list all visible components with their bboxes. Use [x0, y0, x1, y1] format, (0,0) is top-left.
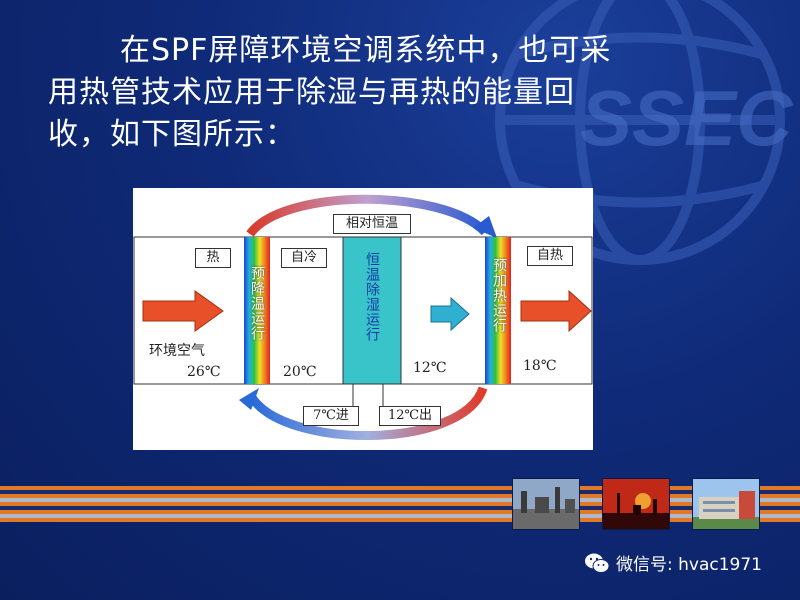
relative-constant-temp-box: 相对恒温 — [333, 214, 411, 234]
decorative-stripes — [0, 486, 800, 522]
title-line-1: 在SPF屏障环境空调系统中，也可采 — [120, 33, 612, 68]
precool-label: 预降温运行 — [249, 266, 265, 341]
sunset-skyline-photo — [602, 478, 670, 530]
top-circulation-arc — [246, 194, 489, 237]
top-arc-arrowhead — [473, 216, 497, 238]
hot-label-box: 热 — [195, 248, 231, 268]
heat-pipe-diagram: 相对恒温 热 自冷 自热 预降温运行 恒温除湿运行 预加热运行 环境空气 26℃… — [133, 188, 593, 450]
precool-heat-pipe — [244, 237, 270, 384]
self-heat-box: 自热 — [527, 246, 573, 266]
title-line-2: 用热管技术应用于除湿与再热的能量回 — [48, 75, 575, 110]
reheat-heat-pipe — [485, 237, 511, 384]
diagram-graphics — [133, 194, 593, 440]
wechat-icon — [585, 553, 610, 573]
self-cool-box: 自冷 — [281, 248, 327, 268]
mid-air-arrow — [430, 296, 470, 332]
reheat-label: 预加热运行 — [491, 258, 507, 333]
temp-12-label: 12℃ — [413, 360, 447, 376]
center-dehumidify-coil — [342, 236, 402, 385]
slide-title: 在SPF屏障环境空调系统中，也可采 用热管技术应用于除湿与再热的能量回 收，如下… — [48, 30, 768, 156]
dehumidify-label: 恒温除湿运行 — [364, 252, 380, 342]
bottom-circulation-arc — [247, 386, 488, 440]
industrial-plant-photo — [512, 478, 580, 530]
inlet-water-box: 7℃进 — [303, 406, 359, 426]
temp-26-label: 26℃ — [187, 364, 221, 380]
outlet-water-box: 12℃出 — [379, 406, 441, 426]
bottom-arc-arrowhead — [239, 388, 259, 410]
ssec-watermark-logo: SSEC — [495, 0, 794, 265]
wechat-footer: 微信号: hvac1971 — [584, 550, 762, 575]
temp-20-label: 20℃ — [283, 364, 317, 380]
outlet-air-arrow — [520, 289, 592, 333]
inlet-air-arrow — [142, 290, 224, 332]
wechat-id-label: 微信号: hvac1971 — [616, 555, 762, 575]
campus-building-photo — [692, 478, 760, 530]
temp-18-label: 18℃ — [523, 358, 557, 374]
title-line-3: 收，如下图所示： — [48, 117, 296, 152]
watermark-text: SSEC — [580, 74, 794, 162]
ambient-air-label: 环境空气 — [149, 343, 205, 359]
